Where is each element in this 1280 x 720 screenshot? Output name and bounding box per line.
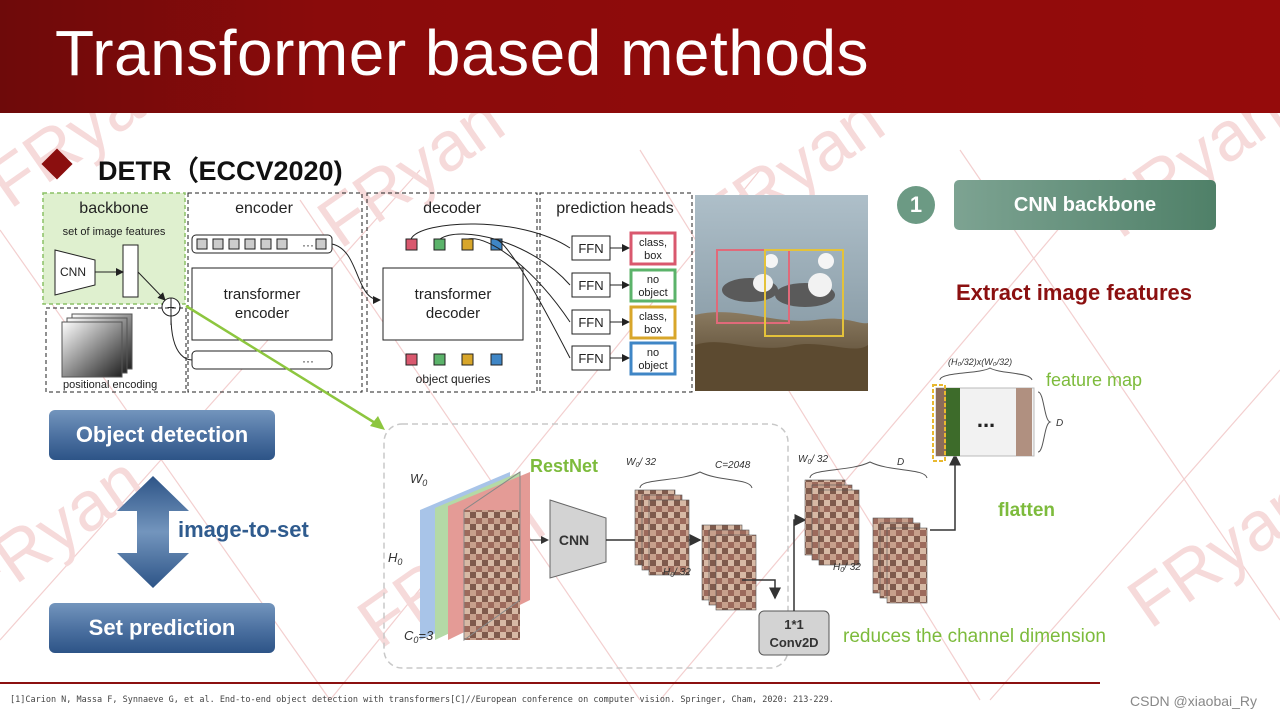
reference-citation: [1]Carion N, Massa F, Synnaeve G, et al.… <box>10 695 834 705</box>
backbone-label: backbone <box>79 200 148 217</box>
c0-label: C0=3 <box>404 628 434 645</box>
ffn-label-4: FFN <box>578 351 603 366</box>
h-div-label-1: H0/ 32 <box>663 567 691 579</box>
encoder-label: encoder <box>235 200 293 217</box>
transformer-decoder-line1: transformer <box>415 286 492 303</box>
header-bar <box>0 0 1280 113</box>
head-3-line1: class, <box>639 311 667 323</box>
w0-label: W0 <box>410 471 427 488</box>
cnn-block-label: CNN <box>559 532 589 548</box>
decoder-label: decoder <box>423 200 481 217</box>
ffn-label-1: FFN <box>578 241 603 256</box>
feature-column-highlight <box>932 384 946 462</box>
transformer-decoder-box <box>382 267 524 341</box>
cnn-label: CNN <box>60 265 86 279</box>
reduces-channel-label: reduces the channel dimension <box>843 626 1107 647</box>
set-prediction-button[interactable]: Set prediction <box>49 603 275 653</box>
feature-map-label: feature map <box>1046 370 1143 390</box>
d-label-1: D <box>897 457 904 468</box>
feature-column-1 <box>936 388 946 456</box>
flatten-label: flatten <box>998 500 1055 521</box>
feature-column-2 <box>946 388 960 456</box>
footer-divider <box>0 682 1100 684</box>
w-div-label-2: W0/ 32 <box>798 454 828 466</box>
cnn-block <box>549 499 607 579</box>
seagull-photo <box>695 195 868 391</box>
double-arrow-icon <box>117 476 189 588</box>
section-heading: DETR（ECCV2020) <box>98 156 343 186</box>
w-div-label-1: W0/ 32 <box>626 457 656 469</box>
set-of-features-label: set of image features <box>63 226 166 238</box>
head-1-line2: box <box>644 250 662 262</box>
cnn-trapezoid <box>54 249 96 296</box>
extract-features-label: Extract image features <box>956 280 1192 305</box>
head-1-line1: class, <box>639 237 667 249</box>
transformer-encoder-line2: encoder <box>235 305 289 322</box>
h0-label: H0 <box>388 550 402 567</box>
svg-text:···: ··· <box>302 354 314 368</box>
ffn-label-2: FFN <box>578 278 603 293</box>
restnet-label: RestNet <box>530 456 599 476</box>
image-to-set-label: image-to-set <box>178 517 309 542</box>
positional-encoding-label: positional encoding <box>63 379 157 391</box>
h-div-label-2: H0/ 32 <box>833 562 861 574</box>
feature-column-last <box>1016 388 1032 456</box>
object-detection-button[interactable]: Object detection <box>49 410 275 460</box>
connector-arrow <box>185 304 385 430</box>
head-3-line2: box <box>644 324 662 336</box>
conv2d-line2: Conv2D <box>769 635 818 650</box>
transformer-encoder-box <box>191 267 333 341</box>
cnn-backbone-diagram: W0 H0 C0=3 CNN W0/ 32 C=2048 H0/ 32 1*1 … <box>383 357 1063 669</box>
transformer-encoder-line1: transformer <box>224 286 301 303</box>
head-4-line1: no <box>647 347 659 359</box>
transformer-decoder-line2: decoder <box>426 305 480 322</box>
svg-text:···: ··· <box>302 238 314 252</box>
credit-label: CSDN @xiaobai_Ry <box>1130 693 1258 709</box>
feature-ellipsis: ... <box>977 407 995 432</box>
prediction-heads-label: prediction heads <box>556 200 673 217</box>
conv2d-line1: 1*1 <box>784 617 804 632</box>
feature-dims-label: (H₀/32)x(W₀/32) <box>948 357 1012 367</box>
head-4-line2: object <box>638 360 667 372</box>
c2048-label: C=2048 <box>715 460 751 471</box>
feature-bar <box>122 244 139 298</box>
page-title: Transformer based methods <box>55 17 870 89</box>
backbone-dashed-frame <box>383 423 789 669</box>
step-number-badge: 1 <box>897 186 935 224</box>
detr-architecture-diagram: backbone set of image features CNN + pos… <box>42 192 693 393</box>
input-image <box>464 510 520 640</box>
object-queries-label: object queries <box>416 372 491 386</box>
diamond-bullet-icon <box>41 148 73 180</box>
ffn-label-3: FFN <box>578 315 603 330</box>
head-2-line2: object <box>638 287 667 299</box>
cnn-backbone-button[interactable]: CNN backbone <box>954 180 1216 230</box>
d-label-2: D <box>1056 418 1063 429</box>
pos-enc-img-1 <box>61 321 123 378</box>
head-2-line1: no <box>647 274 659 286</box>
